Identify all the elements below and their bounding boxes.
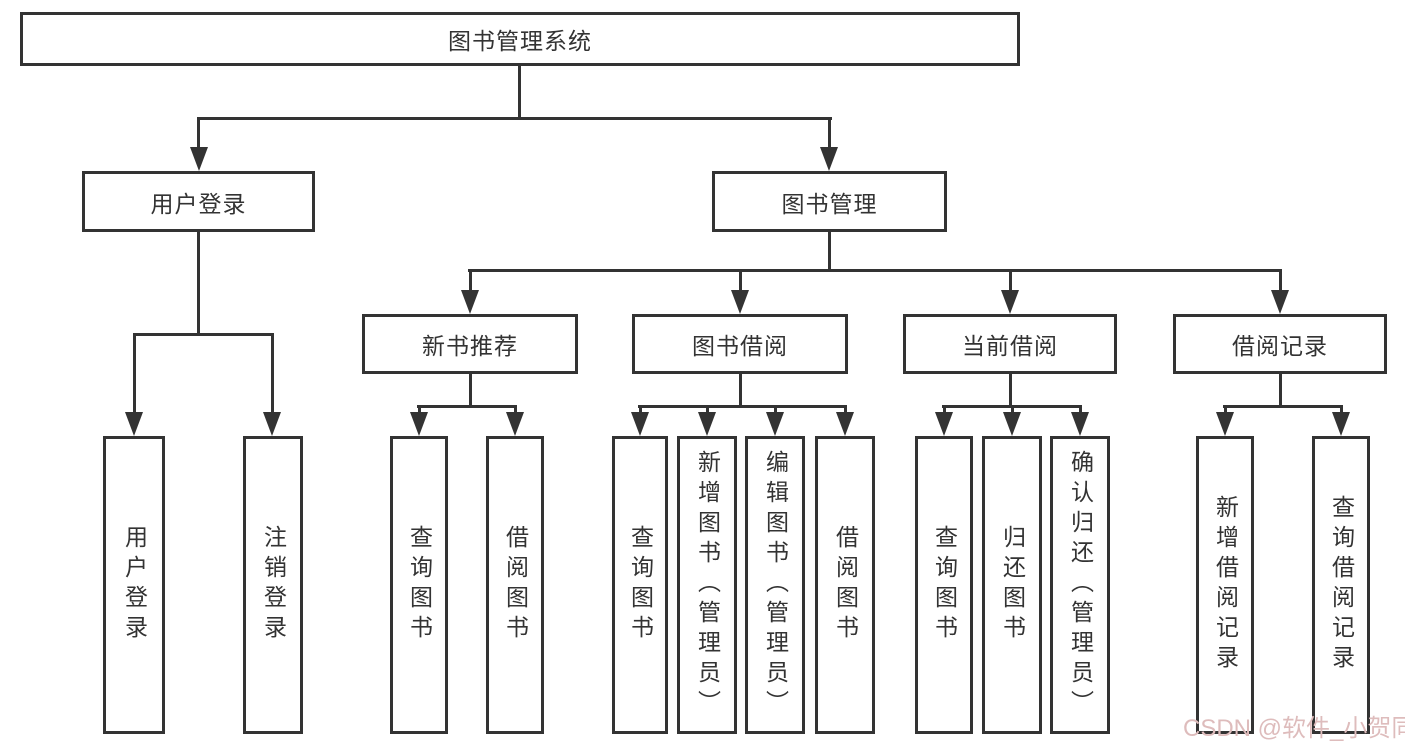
leaf-user-login: 用户登录	[103, 436, 165, 734]
node-current-borrow: 当前借阅	[903, 314, 1117, 374]
connector-recommend-drop-2	[514, 405, 517, 415]
arrowhead-new-book-recommend	[461, 290, 479, 314]
node-book-management: 图书管理	[712, 171, 947, 232]
connector-record-rail	[1223, 405, 1343, 408]
arrowhead-leaf-user-login	[125, 412, 143, 436]
arrowhead-leaf-confirm-return	[1071, 412, 1089, 436]
arrowhead-leaf-query-borrow	[631, 412, 649, 436]
connector-userlogin-drop-1	[133, 333, 136, 414]
arrowhead-leaf-add-book	[698, 412, 716, 436]
leaf-add-borrow-record: 新增借阅记录	[1196, 436, 1254, 734]
connector-root-stem	[518, 66, 521, 120]
connector-current-drop-3	[1079, 405, 1082, 415]
connector-bookmgmt-rail	[468, 269, 1282, 272]
arrowhead-leaf-logout	[263, 412, 281, 436]
connector-borrow-drop-2	[706, 405, 709, 415]
connector-borrow-drop-1	[639, 405, 642, 415]
connector-bookmgmt-drop-3	[1009, 269, 1012, 293]
leaf-borrow-book: 借阅图书	[815, 436, 875, 734]
leaf-query-book-borrow: 查询图书	[612, 436, 668, 734]
node-borrow-record: 借阅记录	[1173, 314, 1387, 374]
connector-borrow-rail	[638, 405, 847, 408]
leaf-borrow-book-recommend: 借阅图书	[486, 436, 544, 734]
connector-userlogin-drop-2	[271, 333, 274, 414]
connector-bookmgmt-stem	[828, 232, 831, 272]
leaf-logout: 注销登录	[243, 436, 303, 734]
leaf-return-book: 归还图书	[982, 436, 1042, 734]
leaf-query-book-current: 查询图书	[915, 436, 973, 734]
node-root-library-system: 图书管理系统	[20, 12, 1020, 66]
leaf-add-book-admin: 新增图书（管理员）	[677, 436, 737, 734]
leaf-query-book-recommend: 查询图书	[390, 436, 448, 734]
arrowhead-leaf-borrow-book	[836, 412, 854, 436]
connector-record-stem	[1279, 374, 1282, 408]
connector-recommend-rail	[417, 405, 517, 408]
connector-current-stem	[1009, 374, 1012, 408]
connector-recommend-drop-1	[418, 405, 421, 415]
node-user-login: 用户登录	[82, 171, 315, 232]
arrowhead-borrow-record	[1271, 290, 1289, 314]
leaf-confirm-return-admin: 确认归还（管理员）	[1050, 436, 1110, 734]
connector-userlogin-stem	[197, 232, 200, 336]
arrowhead-user-login	[190, 147, 208, 171]
arrowhead-leaf-edit-book	[766, 412, 784, 436]
leaf-query-borrow-record: 查询借阅记录	[1312, 436, 1370, 734]
connector-borrow-drop-3	[774, 405, 777, 415]
node-new-book-recommend: 新书推荐	[362, 314, 578, 374]
arrowhead-book-management	[820, 147, 838, 171]
csdn-watermark: CSDN @软件_小贺同学	[1183, 715, 1405, 742]
connector-userlogin-rail	[133, 333, 274, 336]
node-book-borrow: 图书借阅	[632, 314, 848, 374]
arrowhead-leaf-query-current	[935, 412, 953, 436]
connector-root-rail	[197, 117, 832, 120]
connector-root-drop-left	[197, 117, 200, 149]
arrowhead-book-borrow	[731, 290, 749, 314]
connector-borrow-stem	[739, 374, 742, 408]
connector-record-drop-2	[1340, 405, 1343, 415]
connector-borrow-drop-4	[844, 405, 847, 415]
connector-bookmgmt-drop-1	[469, 269, 472, 293]
connector-recommend-stem	[469, 374, 472, 408]
connector-record-drop-1	[1224, 405, 1227, 415]
arrowhead-leaf-borrow-recommend	[506, 412, 524, 436]
connector-bookmgmt-drop-4	[1279, 269, 1282, 293]
arrowhead-leaf-query-record	[1332, 412, 1350, 436]
leaf-edit-book-admin: 编辑图书（管理员）	[745, 436, 805, 734]
arrowhead-leaf-query-recommend	[410, 412, 428, 436]
connector-current-drop-2	[1011, 405, 1014, 415]
connector-root-drop-right	[828, 117, 831, 149]
arrowhead-leaf-return-book	[1003, 412, 1021, 436]
arrowhead-leaf-add-record	[1216, 412, 1234, 436]
connector-current-drop-1	[943, 405, 946, 415]
arrowhead-current-borrow	[1001, 290, 1019, 314]
connector-bookmgmt-drop-2	[739, 269, 742, 293]
